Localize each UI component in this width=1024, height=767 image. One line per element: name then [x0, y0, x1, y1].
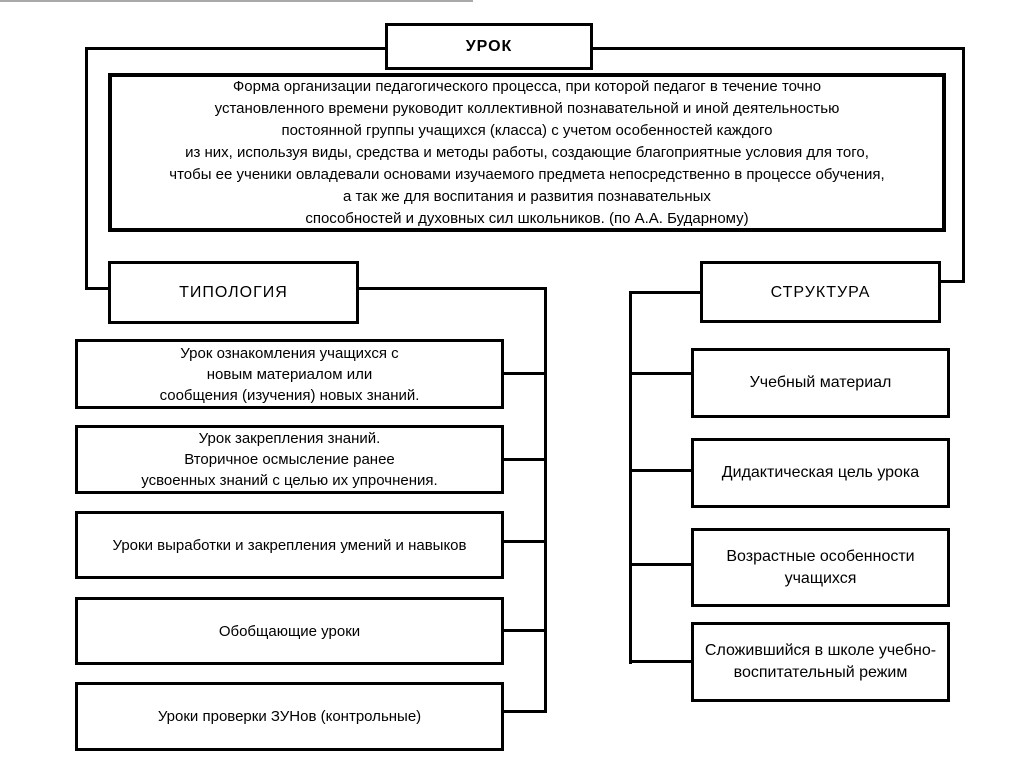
structure-item-school-regime: Сложившийся в школе учебно- воспитательн…: [691, 622, 950, 702]
structure-header-box: СТРУКТУРА: [700, 261, 941, 323]
connector-typology-branch-1: [500, 372, 547, 375]
connector-left-vertical: [85, 47, 88, 290]
cropped-bottom-line: [0, 0, 473, 2]
typology-item-consolidation: Урок закрепления знаний. Вторичное осмыс…: [75, 425, 504, 494]
typology-title: ТИПОЛОГИЯ: [179, 284, 288, 301]
connector-typology-spine: [544, 287, 547, 713]
root-label: УРОК: [465, 38, 513, 55]
connector-structure-branch-1: [629, 372, 693, 375]
connector-typology-branch-4: [500, 629, 547, 632]
connector-right-vertical: [962, 47, 965, 283]
typology-header-box: ТИПОЛОГИЯ: [108, 261, 359, 324]
connector-structure-spine: [629, 291, 632, 664]
structure-item-text: Учебный материал: [749, 374, 892, 391]
typology-item-text: Урок ознакомления учащихся с новым матер…: [159, 344, 420, 404]
typology-item-control: Уроки проверки ЗУНов (контрольные): [75, 682, 504, 751]
definition-box: Форма организации педагогического процес…: [108, 73, 946, 232]
structure-item-text: Дидактическая цель урока: [721, 464, 920, 481]
typology-item-text: Уроки проверки ЗУНов (контрольные): [157, 708, 422, 725]
structure-item-didactic-goal: Дидактическая цель урока: [691, 438, 950, 508]
typology-item-text: Урок закрепления знаний. Вторичное осмыс…: [141, 430, 438, 489]
structure-item-material: Учебный материал: [691, 348, 950, 418]
structure-item-age-features: Возрастные особенности учащихся: [691, 528, 950, 607]
typology-item-text: Уроки выработки и закрепления умений и н…: [112, 536, 467, 554]
connector-structure-right: [940, 280, 965, 283]
structure-title: СТРУКТУРА: [770, 283, 871, 301]
connector-structure-branch-2: [629, 469, 693, 472]
connector-structure-branch-3: [629, 563, 693, 566]
definition-text: Форма организации педагогического процес…: [169, 77, 885, 227]
connector-typology-branch-5: [500, 710, 547, 713]
connector-structure-horizontal: [629, 291, 702, 294]
root-box-lesson: УРОК: [385, 23, 593, 70]
connector-structure-branch-4: [629, 660, 693, 663]
structure-item-text: Сложившийся в школе учебно- воспитательн…: [704, 642, 937, 681]
typology-item-skills: Уроки выработки и закрепления умений и н…: [75, 511, 504, 579]
structure-item-text: Возрастные особенности учащихся: [726, 547, 915, 587]
typology-item-new-material: Урок ознакомления учащихся с новым матер…: [75, 339, 504, 409]
connector-typology-branch-3: [500, 540, 547, 543]
typology-item-generalizing: Обобщающие уроки: [75, 597, 504, 665]
typology-item-text: Обобщающие уроки: [218, 622, 361, 640]
connector-typology-branch-2: [500, 458, 547, 461]
